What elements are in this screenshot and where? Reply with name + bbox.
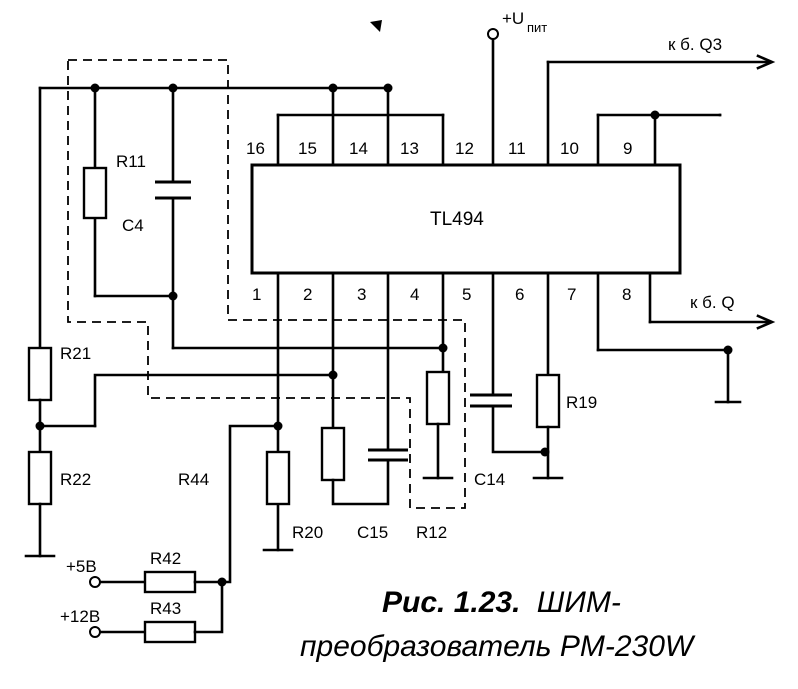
bottom-pin-numbers: 1 2 3 4 5 6 7 8 [252, 285, 631, 304]
figure-caption-line1: Рис. 1.23. ШИМ- [382, 586, 621, 619]
wire-pin2-c15 [331, 458, 390, 506]
pin-8: 8 [622, 285, 631, 304]
c14-label: C14 [474, 470, 505, 489]
pin-3: 3 [357, 285, 366, 304]
pin-4: 4 [410, 285, 419, 304]
pin-6: 6 [515, 285, 524, 304]
capacitor-c14 [470, 393, 512, 408]
capacitor-c4 [155, 180, 191, 200]
pin-13: 13 [400, 139, 419, 158]
r22-label: R22 [60, 470, 91, 489]
junction-dots [35, 83, 733, 587]
figure-title-line2: преобразователь PM-230W [300, 630, 696, 663]
input-5v-terminal-icon [89, 576, 101, 588]
wire-c14 [491, 404, 547, 454]
resistor-pin2 [320, 426, 346, 482]
q-arrow-icon [756, 314, 776, 330]
resistor-r12 [425, 370, 451, 426]
pin-12: 12 [455, 139, 474, 158]
supply-terminal-icon [487, 28, 499, 40]
top-pins [276, 36, 657, 167]
r42-label: R42 [150, 549, 181, 568]
pin-10: 10 [560, 139, 579, 158]
input-5v-label: +5В [66, 557, 97, 576]
r43-label: R43 [150, 599, 181, 618]
stray-mark [370, 20, 382, 32]
input-12v-terminal-icon [89, 626, 101, 638]
r19-label: R19 [566, 393, 597, 412]
ic-name: TL494 [430, 209, 484, 230]
pin-9: 9 [623, 139, 632, 158]
output-q-label: к б. Q [690, 293, 735, 312]
input-12v-label: +12В [60, 607, 100, 626]
r20-label: R20 [292, 523, 323, 542]
q3-arrow-icon [756, 54, 776, 70]
top-pin-numbers: 16 15 14 13 12 11 10 9 [246, 139, 632, 158]
pin-14: 14 [349, 139, 368, 158]
pin-16: 16 [246, 139, 265, 158]
figure-number: Рис. 1.23. [382, 586, 520, 619]
c15-label: C15 [357, 523, 388, 542]
pin-5: 5 [462, 285, 471, 304]
output-q3-label: к б. Q3 [668, 35, 722, 54]
resistor-r20 [265, 450, 291, 506]
c4-label: C4 [122, 216, 144, 235]
r21-label: R21 [60, 344, 91, 363]
supply-label: +U [502, 9, 524, 28]
pin-11: 11 [508, 139, 526, 158]
pin-1: 1 [252, 285, 261, 304]
figure-title-line1: ШИМ- [537, 586, 621, 619]
resistor-r42 [143, 570, 197, 594]
pin-15: 15 [298, 139, 317, 158]
resistor-r19 [535, 373, 561, 429]
resistor-r22 [27, 450, 53, 506]
supply-subscript: пит [527, 20, 547, 35]
resistor-r21 [27, 346, 53, 402]
capacitor-c15 [368, 448, 408, 462]
ic-body [250, 163, 682, 275]
r11-label: R11 [116, 152, 146, 171]
pin-7: 7 [567, 285, 576, 304]
dashed-outline [67, 59, 466, 509]
r44-label: R44 [178, 470, 209, 489]
resistor-r11 [82, 166, 108, 220]
resistor-r43 [143, 620, 197, 644]
wire-r43-node [193, 580, 224, 634]
wire-pin2-feed [93, 373, 335, 428]
r12-label: R12 [416, 523, 447, 542]
pin-2: 2 [303, 285, 312, 304]
